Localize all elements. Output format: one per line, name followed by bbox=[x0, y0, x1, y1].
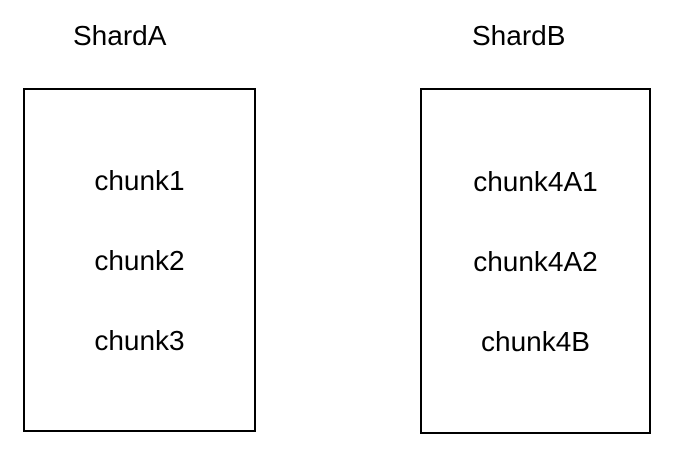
chunk-label: chunk4A1 bbox=[473, 165, 598, 197]
chunk-label: chunk2 bbox=[94, 244, 185, 276]
shard-a-box: chunk1 chunk2 chunk3 bbox=[23, 88, 256, 432]
chunk-label: chunk1 bbox=[94, 164, 185, 196]
chunk-label: chunk4B bbox=[481, 325, 590, 357]
shard-a-title: ShardA bbox=[73, 20, 167, 51]
shard-b-box: chunk4A1 chunk4A2 chunk4B bbox=[420, 88, 651, 434]
chunk-label: chunk4A2 bbox=[473, 245, 598, 277]
shard-b-title: ShardB bbox=[472, 20, 566, 51]
chunk-label: chunk3 bbox=[94, 324, 185, 356]
